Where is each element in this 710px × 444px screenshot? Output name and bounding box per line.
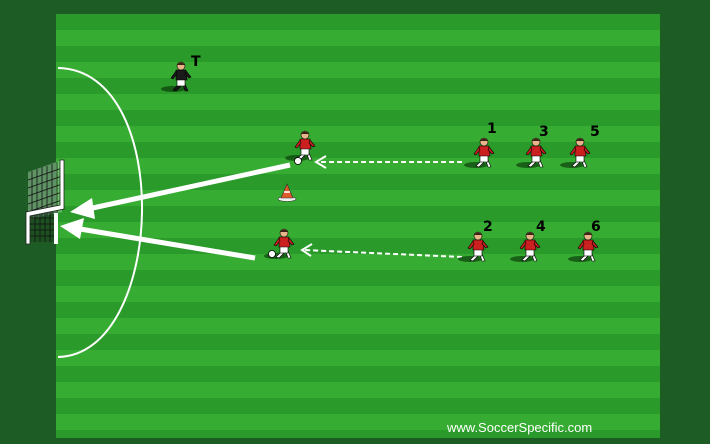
pitch-stripe <box>56 62 660 78</box>
pitch-stripe <box>56 334 660 350</box>
pitch-stripe <box>56 270 660 286</box>
player-2-label: 2 <box>483 219 493 235</box>
pitch-stripe <box>56 46 660 62</box>
pitch-stripe <box>56 78 660 94</box>
pitch-stripe <box>56 366 660 382</box>
pitch-stripe <box>56 382 660 398</box>
pitch-stripe <box>56 126 660 142</box>
pitch-stripe <box>56 286 660 302</box>
pitch-stripe <box>56 174 660 190</box>
player-3-label: 3 <box>539 124 549 140</box>
pitch-stripe <box>56 110 660 126</box>
watermark: www.SoccerSpecific.com <box>446 420 592 435</box>
player-1-label: 1 <box>487 121 497 137</box>
player-4-label: 4 <box>536 219 546 235</box>
player-5-label: 5 <box>590 124 600 140</box>
pitch-stripe <box>56 254 660 270</box>
coach-label: T <box>191 54 201 70</box>
pitch-stripe <box>56 142 660 158</box>
pitch-stripe <box>56 30 660 46</box>
pitch-stripe <box>56 318 660 334</box>
pitch-stripe <box>56 398 660 414</box>
player-6-label: 6 <box>591 219 601 235</box>
pitch-stripe <box>56 94 660 110</box>
pitch-stripe <box>56 302 660 318</box>
pitch-stripe <box>56 350 660 366</box>
pitch-stripe <box>56 14 660 30</box>
ball-icon <box>269 251 276 258</box>
pitch-stripe <box>56 206 660 222</box>
pitch-stripes <box>56 14 660 438</box>
ball-icon <box>295 158 302 165</box>
pitch-stripe <box>56 222 660 238</box>
